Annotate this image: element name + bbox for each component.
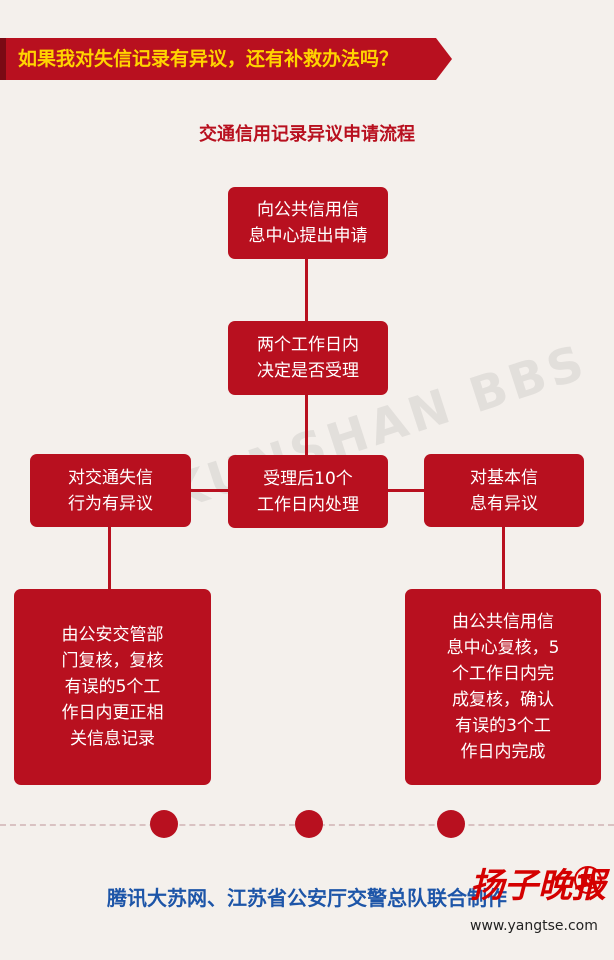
node-traffic-objection-label: 对交通失信 行为有异议: [68, 467, 153, 514]
node-accept: 两个工作日内 决定是否受理: [228, 321, 388, 395]
flow-title: 交通信用记录异议申请流程: [199, 124, 415, 145]
divider-dot-left: [150, 810, 178, 838]
site-logo-badge: 网: [574, 866, 602, 894]
node-police-review: 由公安交管部 门复核，复核 有误的5个工 作日内更正相 关信息记录: [14, 589, 211, 785]
site-url: www.yangtse.com: [470, 918, 598, 934]
node-police-review-label: 由公安交管部 门复核，复核 有误的5个工 作日内更正相 关信息记录: [61, 625, 164, 749]
node-center-review: 由公共信用信 息中心复核，5 个工作日内完 成复核，确认 有误的3个工 作日内完…: [405, 589, 601, 785]
node-process-label: 受理后10个 工作日内处理: [257, 468, 359, 515]
header-question: 如果我对失信记录有异议，还有补救办法吗？: [18, 48, 399, 70]
node-apply-label: 向公共信用信 息中心提出申请: [248, 200, 368, 246]
node-accept-label: 两个工作日内 决定是否受理: [257, 335, 359, 381]
node-apply: 向公共信用信 息中心提出申请: [228, 187, 388, 259]
node-center-review-label: 由公共信用信 息中心复核，5 个工作日内完 成复核，确认 有误的3个工 作日内完…: [446, 612, 560, 762]
node-basic-objection: 对基本信 息有异议: [424, 454, 584, 527]
node-traffic-objection: 对交通失信 行为有异议: [30, 454, 191, 527]
connector-right-down: [502, 527, 505, 589]
header-banner: [0, 38, 452, 80]
footer-credit: 腾讯大苏网、江苏省公安厅交警总队联合制作: [107, 886, 507, 910]
connector-left-down: [108, 527, 111, 589]
node-process: 受理后10个 工作日内处理: [228, 455, 388, 528]
node-basic-objection-label: 对基本信 息有异议: [470, 467, 538, 514]
divider-dot-right: [437, 810, 465, 838]
banner-accent: [0, 38, 6, 80]
divider-dot-center: [295, 810, 323, 838]
connector-apply-accept: [305, 258, 308, 322]
connector-accept-process: [305, 394, 308, 456]
